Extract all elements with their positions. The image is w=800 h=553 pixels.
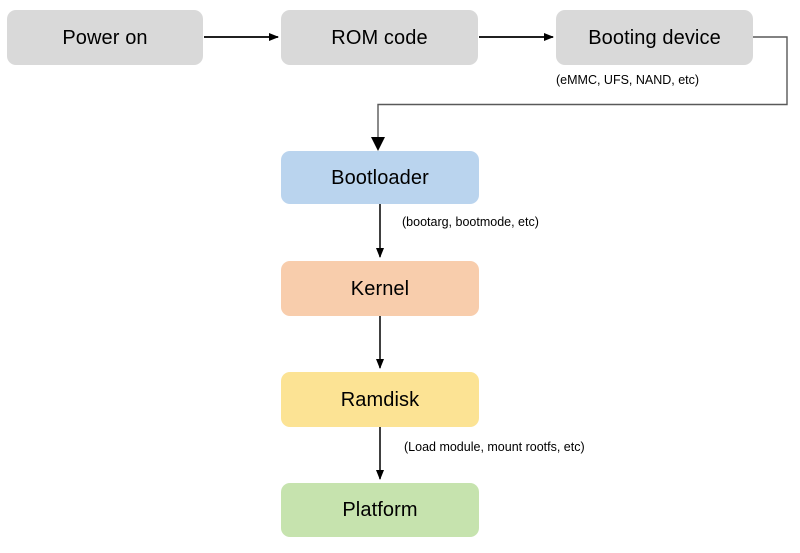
caption-booting-device: (eMMC, UFS, NAND, etc) — [556, 73, 700, 87]
node-platform-label: Platform — [342, 499, 418, 521]
caption-bootloader: (bootarg, bootmode, etc) — [402, 215, 539, 229]
edge-booting-device-to-bootloader — [371, 36, 788, 151]
node-platform[interactable]: Platform — [281, 483, 479, 537]
node-rom-code[interactable]: ROM code — [281, 10, 478, 65]
node-kernel[interactable]: Kernel — [281, 261, 479, 316]
node-kernel-label: Kernel — [350, 277, 410, 300]
node-ramdisk[interactable]: Ramdisk — [281, 372, 479, 427]
node-booting-device-label: Booting device — [588, 26, 721, 49]
node-bootloader-label: Bootloader — [331, 166, 429, 189]
node-power-on[interactable]: Power on — [7, 10, 203, 65]
node-ramdisk-label: Ramdisk — [340, 388, 420, 411]
node-power-on-label: Power on — [62, 26, 148, 49]
node-booting-device[interactable]: Booting device — [556, 10, 753, 65]
node-bootloader[interactable]: Bootloader — [281, 151, 479, 204]
node-rom-code-label: ROM code — [331, 26, 428, 49]
caption-ramdisk: (Load module, mount rootfs, etc) — [404, 440, 585, 454]
